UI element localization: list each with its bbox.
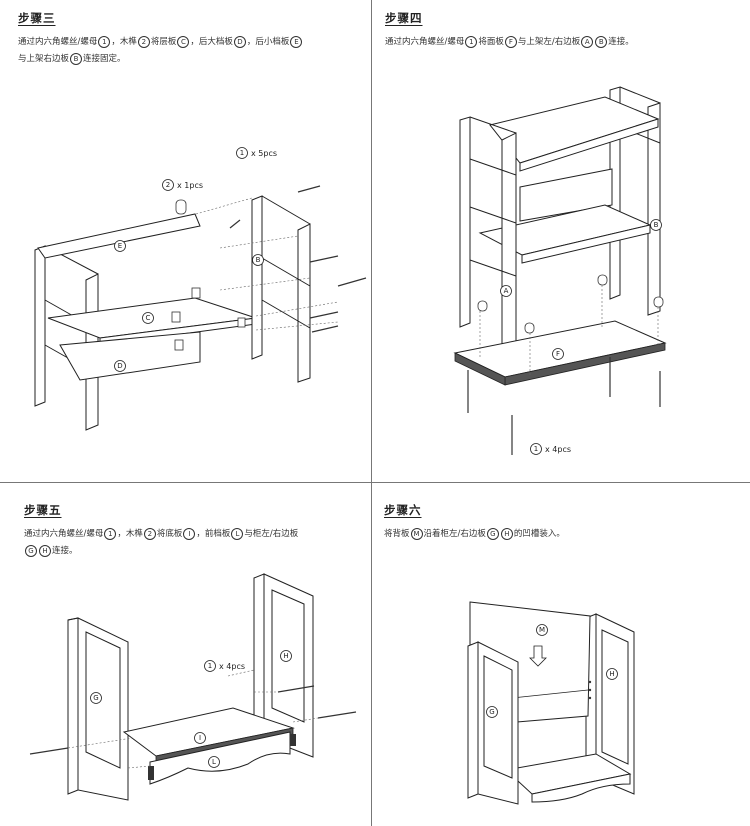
step-4-title: 步骤四 [385,11,423,25]
svg-text:F: F [556,350,560,358]
callout-dowel-1pcs-qty: x 1pcs [177,181,203,190]
step-5-title: 步骤五 [24,503,62,517]
step-3-title: 步骤三 [18,11,56,25]
svg-text:1: 1 [208,662,212,670]
svg-text:H: H [283,652,288,660]
svg-text:G: G [489,708,494,716]
down-arrow-icon [529,645,547,667]
part-label-g: G [90,692,102,704]
svg-text:B: B [256,256,261,264]
svg-text:A: A [504,287,509,295]
part-label-d: D [114,360,126,372]
part-label-b: B [252,254,264,266]
vertical-divider [371,0,372,826]
svg-text:E: E [118,242,122,250]
callout-screw-4pcs: 1 [204,660,216,672]
part-label-c: C [142,312,154,324]
part-label-f: F [552,348,564,360]
part-label-l: L [208,756,220,768]
callout-dowel-1pcs: 2 [162,179,174,191]
callout-screw-4pcs: 1 [530,443,542,455]
step-3-illustration: 1 x 5pcs 2 x 1pcs E B C D [34,147,367,431]
svg-text:L: L [212,758,216,766]
svg-text:H: H [609,670,614,678]
callout-screw-4pcs-qty: x 4pcs [545,445,571,454]
part-label-b: B [650,219,662,231]
svg-text:D: D [117,362,122,370]
step-6-title: 步骤六 [384,503,422,517]
callout-screw-4pcs-qty: x 4pcs [219,662,245,671]
step-5-illustration: 1 x 4pcs G H I L [29,573,357,801]
svg-text:2: 2 [166,181,170,189]
svg-text:1: 1 [240,149,244,157]
svg-text:1: 1 [534,445,538,453]
svg-text:B: B [654,221,659,229]
part-label-i: I [194,732,206,744]
part-label-h: H [606,668,618,680]
svg-text:G: G [93,694,98,702]
part-label-a: A [500,285,512,297]
svg-text:M: M [539,626,545,634]
svg-text:C: C [146,314,151,322]
part-label-g: G [486,706,498,718]
step-4-illustration: 1 x 4pcs B A F [453,86,667,455]
part-label-e: E [114,240,126,252]
part-label-h: H [280,650,292,662]
horizontal-divider [0,482,750,483]
callout-screw-5pcs-qty: x 5pcs [251,149,277,158]
svg-text:I: I [199,734,201,742]
part-label-m: M [536,624,548,636]
callout-screw-5pcs: 1 [236,147,248,159]
step-6-illustration: M G H [467,601,635,805]
